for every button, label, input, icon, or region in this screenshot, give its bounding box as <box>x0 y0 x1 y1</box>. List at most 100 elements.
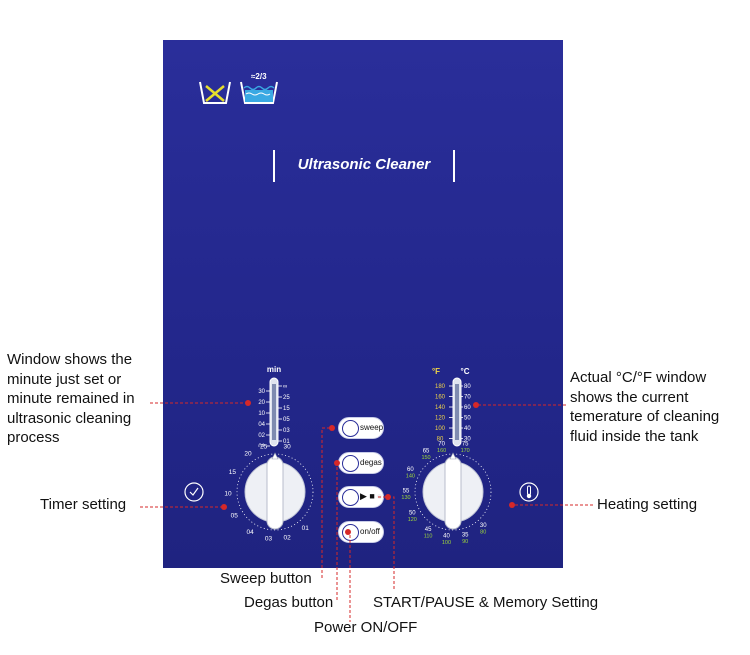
callout-timer-setting: Timer setting <box>40 496 127 513</box>
fahrenheit-dial-label: 80 <box>480 530 486 536</box>
callout-start-pause: START/PAUSE & Memory Setting <box>373 594 599 611</box>
celsius-dial-label: 55 <box>403 489 410 495</box>
fahrenheit-dial-label: 90 <box>462 539 468 545</box>
sweep-button-label: sweep <box>360 423 384 432</box>
fahrenheit-scale-label: 180 <box>435 384 446 390</box>
panel-title: Ultrasonic Cleaner <box>297 156 431 173</box>
empty-tank-warning-icon <box>199 81 231 104</box>
fahrenheit-scale-label: 160 <box>435 395 446 401</box>
callout-temp-window: Actual °C/°F window shows the current te… <box>570 368 719 446</box>
fahrenheit-dial-label: 170 <box>461 448 470 454</box>
heating-pointer-icon <box>449 452 457 460</box>
fahrenheit-dial-label: 160 <box>437 448 446 454</box>
timer-pointer-icon <box>271 452 279 460</box>
callout-temp-window-line: shows the current <box>570 388 689 406</box>
timer-scale-label: 25 <box>283 395 290 401</box>
fahrenheit-dial-label: 150 <box>421 455 430 461</box>
timer-dial-label: 03 <box>265 536 273 543</box>
fahrenheit-scale-label: 100 <box>435 426 446 432</box>
tank-level-icons: ≈2/3 <box>199 72 278 104</box>
heating-knob-dial: 3080359040100451105012055130601406515070… <box>401 441 492 546</box>
timer-dial-label: 01 <box>302 525 310 532</box>
leader-start-pause <box>378 496 395 590</box>
fahrenheit-dial-label: 100 <box>442 540 451 546</box>
sweep-button[interactable]: sweep <box>338 417 384 439</box>
celsius-scale-label: 30 <box>464 437 471 443</box>
timer-dial-label: 20 <box>244 450 252 457</box>
callout-timer-window-line: Window shows the <box>7 351 133 368</box>
callout-timer-window-line: ultrasonic cleaning <box>7 409 132 427</box>
degas-button-ring <box>342 455 359 472</box>
timer-scale-label: 10 <box>258 411 265 417</box>
timer-scale-label: 03 <box>283 428 290 434</box>
callout-timer-window-line: minute remained in <box>7 390 135 407</box>
callout-sweep-button: Sweep button <box>220 570 312 587</box>
callout-timer-window: Window shows the minute just set or minu… <box>7 350 135 448</box>
callout-temp-window-line: Actual °C/°F window <box>570 369 707 386</box>
celsius-scale-label: 70 <box>464 395 471 401</box>
degas-button-label: degas <box>360 458 382 467</box>
fahrenheit-dial-label: 140 <box>406 474 415 480</box>
callout-temp-window-line: fluid inside the tank <box>570 427 699 445</box>
timer-scale-label: ∞ <box>283 384 287 390</box>
celsius-dial-label: 50 <box>409 511 416 517</box>
callout-timer-window-line: minute just set or <box>7 370 122 388</box>
water-level-icon <box>240 81 278 104</box>
start-pause-button-ring <box>342 489 359 506</box>
timer-scale-label: 05 <box>283 417 290 423</box>
celsius-dial-label: 60 <box>407 467 414 473</box>
celsius-dial-label: 35 <box>462 532 469 538</box>
clock-icon <box>184 482 204 502</box>
fahrenheit-unit-label: °F <box>432 367 440 376</box>
timer-scale-label: 04 <box>258 422 265 428</box>
panel-title-frame: Ultrasonic Cleaner <box>273 150 455 182</box>
timer-dial-label: 02 <box>284 534 292 541</box>
fahrenheit-dial-label: 130 <box>401 495 410 501</box>
callout-temp-window-line: temerature of cleaning <box>570 408 720 425</box>
callout-power: Power ON/OFF <box>314 619 418 636</box>
callout-timer-window-line: process <box>7 429 60 446</box>
celsius-dial-label: 45 <box>425 527 432 533</box>
celsius-scale: 80 70 60 50 40 30 <box>461 384 471 443</box>
timer-scale-label: 15 <box>283 406 290 412</box>
celsius-scale-label: 40 <box>464 426 471 432</box>
fahrenheit-scale-label: 140 <box>435 405 446 411</box>
timer-dial-label: 15 <box>229 469 237 476</box>
celsius-dial-label: 70 <box>438 441 445 447</box>
timer-dial-label: 04 <box>246 529 254 536</box>
callout-heating-setting: Heating setting <box>597 496 698 513</box>
leader-power <box>348 531 351 622</box>
celsius-dial-label: 40 <box>443 534 450 540</box>
celsius-scale-label: 50 <box>464 416 471 422</box>
timer-dial-label: 05 <box>231 513 239 520</box>
celsius-dial-label: 75 <box>462 442 469 448</box>
timer-scale-label: 30 <box>258 389 265 395</box>
fahrenheit-scale-label: 120 <box>435 416 446 422</box>
fill-level-mark: ≈2/3 <box>251 72 267 81</box>
timer-unit-label: min <box>267 365 281 374</box>
celsius-dial-label: 30 <box>480 523 487 529</box>
timer-scale-label: 01 <box>258 444 265 447</box>
degas-button[interactable]: degas <box>338 452 384 474</box>
fahrenheit-dial-label: 120 <box>408 517 417 523</box>
timer-dial-label: 10 <box>224 491 232 498</box>
sweep-button-ring <box>342 420 359 437</box>
power-button-label: on/off <box>360 527 380 536</box>
cleaner-front-panel <box>163 40 563 568</box>
celsius-scale-label: 60 <box>464 405 471 411</box>
callout-degas-button: Degas button <box>244 594 334 611</box>
leader-sweep-button <box>321 427 330 578</box>
fahrenheit-scale: 180 160 140 120 100 80 <box>435 384 453 443</box>
leader-degas-button <box>336 462 338 600</box>
celsius-scale-label: 80 <box>464 384 471 390</box>
timer-dial-label: 30 <box>284 444 292 451</box>
heating-dial-labels: 3080359040100451105012055130601406515070… <box>401 441 487 546</box>
fahrenheit-scale-label: 80 <box>437 437 444 443</box>
fahrenheit-dial-label: 110 <box>424 533 433 539</box>
